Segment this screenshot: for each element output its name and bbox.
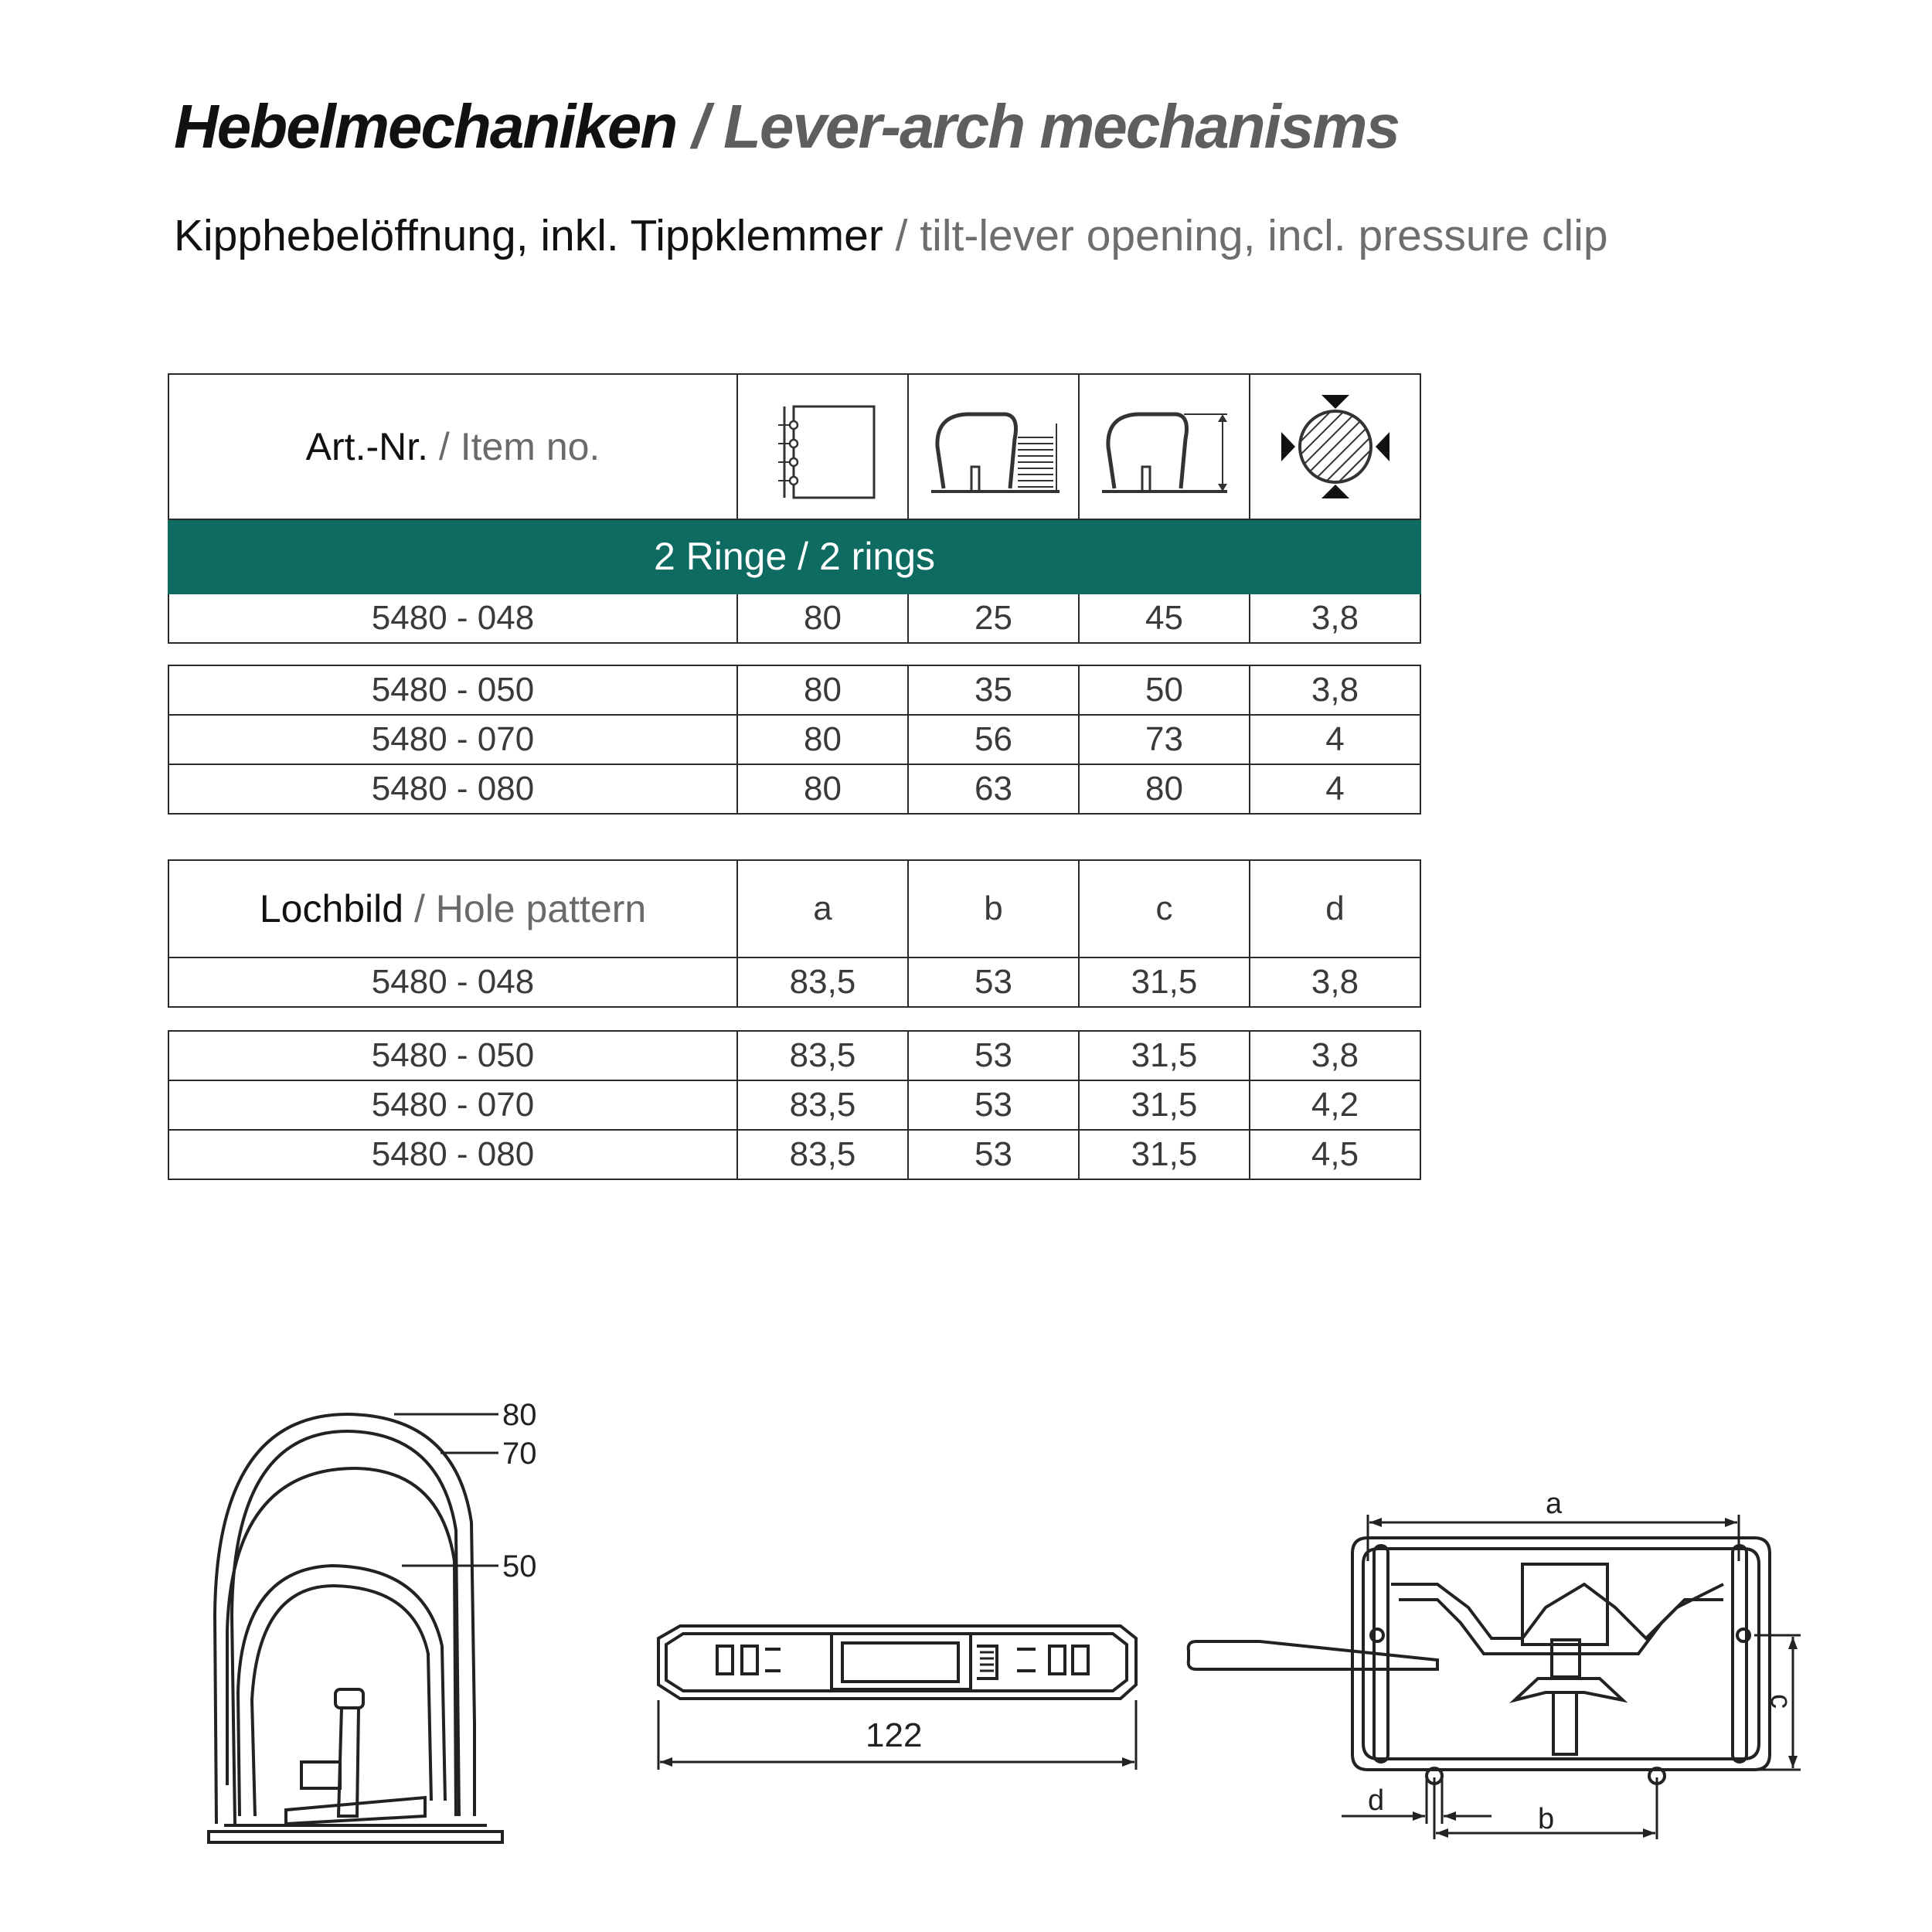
ring-height-icon bbox=[1101, 412, 1227, 493]
cell-item-no: 5480 - 050 bbox=[168, 1030, 738, 1081]
base-plate-drawing: 122 bbox=[657, 1624, 1138, 1770]
cell-value: 63 bbox=[907, 764, 1080, 815]
ring-height-header bbox=[1078, 373, 1250, 520]
hole-table-top: Lochbild / Hole pattern a b c d 5480 - 0… bbox=[168, 859, 1421, 1008]
dimension-label-b: b bbox=[1538, 1803, 1554, 1835]
cell-value: 80 bbox=[736, 764, 909, 815]
size-label-50: 50 bbox=[502, 1549, 537, 1583]
size-label-70: 70 bbox=[502, 1437, 537, 1471]
dimension-label-d: d bbox=[1368, 1784, 1384, 1817]
cell-value: 4 bbox=[1249, 764, 1421, 815]
hole-table-group2: 5480 - 050 83,5 53 31,5 3,8 5480 - 070 8… bbox=[168, 1030, 1421, 1180]
dimension-label-a: a bbox=[1546, 1488, 1563, 1520]
size-label-80: 80 bbox=[502, 1398, 537, 1432]
ring-side-view-drawing: 80 70 50 bbox=[207, 1398, 537, 1844]
subtitle-german: Kipphebelöffnung, inkl. Tippklemmer bbox=[174, 211, 883, 260]
hole-pattern-top-view-drawing: a b c d bbox=[1186, 1488, 1801, 1839]
page-title: Hebelmechaniken / Lever-arch mechanisms bbox=[174, 91, 1400, 162]
table-row: 5480 - 080 80 63 80 4 bbox=[168, 764, 1421, 815]
cell-value: 80 bbox=[736, 593, 909, 644]
hole-table-header: Lochbild / Hole pattern a b c d bbox=[168, 859, 1421, 958]
spec-table-header: Art.-Nr. / Item no. bbox=[168, 373, 1421, 520]
cell-value: 31,5 bbox=[1078, 1080, 1250, 1131]
cell-item-no: 5480 - 048 bbox=[168, 593, 738, 644]
cell-value: 25 bbox=[907, 593, 1080, 644]
title-german: Hebelmechaniken bbox=[174, 92, 678, 161]
page-subtitle: Kipphebelöffnung, inkl. Tippklemmer / ti… bbox=[174, 210, 1608, 261]
cell-item-no: 5480 - 050 bbox=[168, 665, 738, 716]
table-row: 5480 - 048 83,5 53 31,5 3,8 bbox=[168, 957, 1421, 1008]
wire-diameter-header bbox=[1249, 373, 1421, 520]
cell-value: 53 bbox=[907, 1129, 1080, 1180]
table-row: 5480 - 050 80 35 50 3,8 bbox=[168, 665, 1421, 716]
ring-capacity-header bbox=[907, 373, 1080, 520]
table-row: 5480 - 070 83,5 53 31,5 4,2 bbox=[168, 1080, 1421, 1131]
table-row: 5480 - 048 80 25 45 3,8 bbox=[168, 593, 1421, 644]
item-number-header-en: Item no. bbox=[460, 425, 600, 468]
column-header-a: a bbox=[736, 859, 909, 958]
cell-value: 3,8 bbox=[1249, 593, 1421, 644]
cell-value: 4,2 bbox=[1249, 1080, 1421, 1131]
ring-capacity-icon bbox=[930, 412, 1060, 493]
subtitle-separator: / bbox=[883, 211, 920, 260]
cell-item-no: 5480 - 070 bbox=[168, 714, 738, 765]
cell-value: 4 bbox=[1249, 714, 1421, 765]
cell-value: 73 bbox=[1078, 714, 1250, 765]
item-number-header: Art.-Nr. / Item no. bbox=[168, 373, 738, 520]
cell-value: 45 bbox=[1078, 593, 1250, 644]
cell-value: 83,5 bbox=[736, 957, 909, 1008]
column-header-d: d bbox=[1249, 859, 1421, 958]
cell-value: 3,8 bbox=[1249, 1030, 1421, 1081]
cell-value: 56 bbox=[907, 714, 1080, 765]
title-separator: / bbox=[676, 92, 723, 161]
spec-table-top: Art.-Nr. / Item no. bbox=[168, 373, 1421, 644]
cell-item-no: 5480 - 070 bbox=[168, 1080, 738, 1131]
cell-value: 83,5 bbox=[736, 1080, 909, 1131]
hole-pattern-header-sep: / bbox=[403, 887, 436, 930]
length-label-122: 122 bbox=[866, 1716, 922, 1754]
cell-value: 3,8 bbox=[1249, 957, 1421, 1008]
rings-band: 2 Ringe / 2 rings bbox=[168, 519, 1421, 594]
table-row: 5480 - 080 83,5 53 31,5 4,5 bbox=[168, 1129, 1421, 1180]
subtitle-english: tilt-lever opening, incl. pressure clip bbox=[920, 211, 1608, 260]
cell-value: 80 bbox=[736, 714, 909, 765]
cell-value: 83,5 bbox=[736, 1030, 909, 1081]
cell-value: 31,5 bbox=[1078, 1129, 1250, 1180]
column-header-c: c bbox=[1078, 859, 1250, 958]
cell-value: 35 bbox=[907, 665, 1080, 716]
cell-value: 50 bbox=[1078, 665, 1250, 716]
cell-value: 4,5 bbox=[1249, 1129, 1421, 1180]
cell-value: 53 bbox=[907, 957, 1080, 1008]
wire-diameter-icon bbox=[1281, 395, 1389, 498]
cell-value: 3,8 bbox=[1249, 665, 1421, 716]
hole-pattern-header-en: Hole pattern bbox=[435, 887, 647, 930]
ring-spacing-header bbox=[736, 373, 909, 520]
item-number-header-sep: / bbox=[428, 425, 461, 468]
cell-item-no: 5480 - 080 bbox=[168, 764, 738, 815]
cell-value: 83,5 bbox=[736, 1129, 909, 1180]
cell-value: 31,5 bbox=[1078, 1030, 1250, 1081]
hole-pattern-header: Lochbild / Hole pattern bbox=[168, 859, 738, 958]
dimension-label-c: c bbox=[1764, 1694, 1797, 1709]
cell-item-no: 5480 - 080 bbox=[168, 1129, 738, 1180]
table-row: 5480 - 070 80 56 73 4 bbox=[168, 714, 1421, 765]
table-row: 5480 - 050 83,5 53 31,5 3,8 bbox=[168, 1030, 1421, 1081]
cell-value: 31,5 bbox=[1078, 957, 1250, 1008]
spec-table-group2: 5480 - 050 80 35 50 3,8 5480 - 070 80 56… bbox=[168, 665, 1421, 815]
title-english: Lever-arch mechanisms bbox=[723, 92, 1400, 161]
column-header-b: b bbox=[907, 859, 1080, 958]
ring-spacing-icon bbox=[777, 405, 875, 499]
hole-pattern-header-de: Lochbild bbox=[259, 887, 404, 930]
cell-value: 80 bbox=[1078, 764, 1250, 815]
cell-value: 53 bbox=[907, 1080, 1080, 1131]
rings-band-label: 2 Ringe / 2 rings bbox=[168, 519, 1421, 594]
cell-item-no: 5480 - 048 bbox=[168, 957, 738, 1008]
cell-value: 53 bbox=[907, 1030, 1080, 1081]
item-number-header-de: Art.-Nr. bbox=[305, 425, 428, 468]
cell-value: 80 bbox=[736, 665, 909, 716]
